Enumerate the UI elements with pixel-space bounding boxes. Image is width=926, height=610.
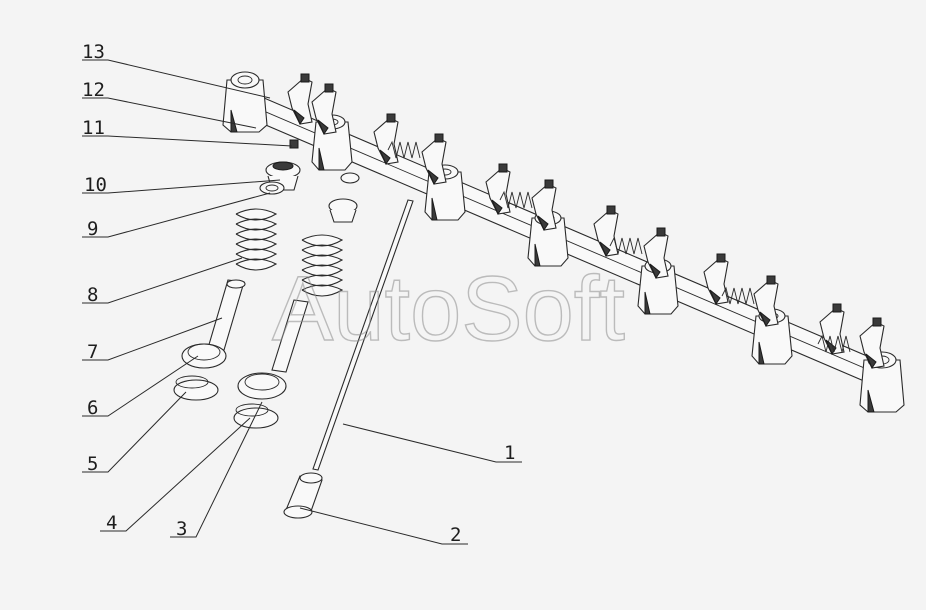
valve-stack-middle (233, 172, 360, 429)
push-rod-assembly (283, 199, 414, 519)
callout-1: 1 (504, 442, 515, 464)
rocker-arm (703, 253, 729, 306)
callout-labels: 13 12 11 10 9 8 7 6 5 4 3 1 2 (82, 41, 515, 546)
rocker-arm (531, 179, 557, 232)
rocker-arm (373, 113, 399, 166)
callout-10: 10 (84, 174, 107, 196)
shaft-support (222, 71, 268, 133)
callout-2: 2 (450, 524, 461, 546)
rocker-arm (311, 83, 337, 136)
callout-12: 12 (82, 79, 105, 101)
valve-guide (207, 279, 246, 351)
valve-spring (301, 234, 344, 297)
callout-11: 11 (82, 117, 105, 139)
valve-lock (289, 139, 299, 149)
shaft-springs (387, 140, 851, 353)
valve-guide (271, 299, 309, 373)
rocker-shaft-assembly (222, 71, 905, 413)
rocker-arm (485, 163, 511, 216)
rocker-arm (643, 227, 669, 280)
valve-stack-left (173, 139, 301, 401)
rocker-arm (421, 133, 447, 186)
shaft-supports (222, 71, 905, 413)
valve-seat-ring (181, 343, 227, 369)
callout-5: 5 (87, 453, 98, 475)
callout-6: 6 (87, 397, 98, 419)
spring-retainer (328, 172, 360, 223)
rocker-arm (287, 73, 313, 126)
tappet (283, 472, 323, 519)
callout-leaders (82, 59, 522, 545)
valve-spring (235, 208, 278, 271)
callout-8: 8 (87, 284, 98, 306)
rocker-arm (753, 275, 779, 328)
callout-13: 13 (82, 41, 105, 63)
rocker-arm (859, 317, 885, 370)
callout-7: 7 (87, 341, 98, 363)
valve-head (233, 403, 279, 429)
rocker-arms (287, 73, 885, 370)
callout-9: 9 (87, 218, 98, 240)
push-rod (312, 199, 414, 471)
valve-head (173, 375, 219, 401)
valve-cotter (259, 181, 285, 195)
valve-seat-ring (237, 372, 287, 400)
callout-3: 3 (176, 518, 187, 540)
callout-4: 4 (106, 512, 117, 534)
watermark: AutoSoft (272, 258, 625, 360)
